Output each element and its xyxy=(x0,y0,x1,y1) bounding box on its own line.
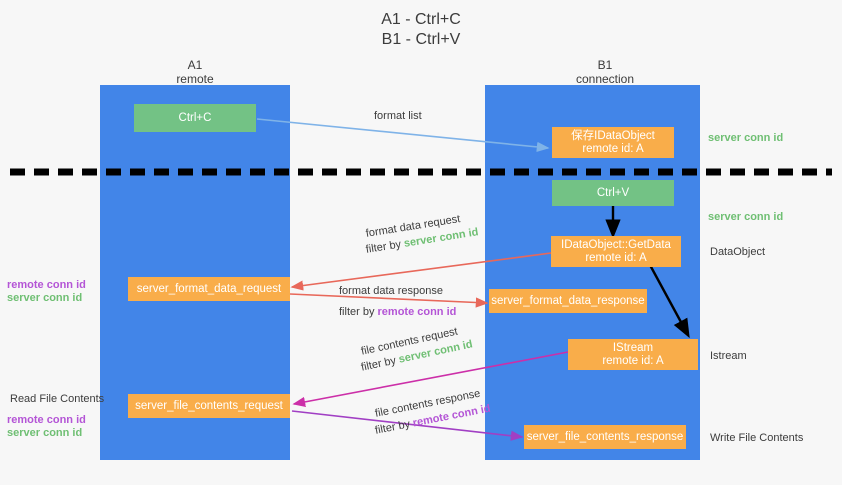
node-getdata-line1: IDataObject::GetData xyxy=(561,238,671,251)
label-filter-prefix-1: filter by xyxy=(365,237,405,256)
column-a1-name: A1 xyxy=(187,58,203,72)
label-filter-prefix-4: filter by xyxy=(374,417,415,437)
node-ctrl-c-label: Ctrl+C xyxy=(178,111,212,124)
annotation-istream: Istream xyxy=(710,350,747,362)
title-line-2: B1 - Ctrl+V xyxy=(381,31,461,48)
node-istream[interactable]: IStream remote id: A xyxy=(568,339,698,370)
node-server-format-data-request[interactable]: server_format_data_request xyxy=(128,277,290,301)
node-server-format-data-response-label: server_format_data_response xyxy=(491,294,645,307)
column-b1-name: B1 xyxy=(597,58,613,72)
node-server-file-contents-response[interactable]: server_file_contents_response xyxy=(524,425,686,449)
annotation-mid-remote-conn-id: remote conn id xyxy=(7,279,86,291)
node-server-format-data-response[interactable]: server_format_data_response xyxy=(489,289,647,313)
label-group-format-data-response: format data response filter by remote co… xyxy=(339,285,456,319)
diagram-title: A1 - Ctrl+C B1 - Ctrl+V xyxy=(0,10,842,50)
column-a1-role: remote xyxy=(176,72,214,86)
label-filter-prefix-2: filter by xyxy=(339,306,378,318)
node-ctrl-v[interactable]: Ctrl+V xyxy=(552,180,674,206)
label-filter-value-2: remote conn id xyxy=(377,306,457,318)
node-save-idataobject-line2: remote id: A xyxy=(582,142,644,155)
node-istream-line1: IStream xyxy=(612,341,654,354)
column-header-b1: B1 connection xyxy=(545,58,665,86)
label-format-data-response: format data response xyxy=(339,285,443,297)
node-ctrl-c[interactable]: Ctrl+C xyxy=(134,104,256,132)
annotation-dataobject: DataObject xyxy=(710,246,766,258)
node-server-file-contents-request-label: server_file_contents_request xyxy=(135,399,283,412)
annotation-group-low-left: remote conn id server conn id xyxy=(7,414,86,440)
annotation-server-conn-id-mid: server conn id xyxy=(708,211,784,223)
node-server-file-contents-response-label: server_file_contents_response xyxy=(526,430,684,443)
column-b1-role: connection xyxy=(575,72,635,86)
label-group-file-contents-request: file contents request filter by server c… xyxy=(360,326,474,375)
node-ctrl-v-label: Ctrl+V xyxy=(596,186,630,199)
node-server-format-data-request-label: server_format_data_request xyxy=(136,282,282,295)
annotation-write-file-contents: Write File Contents xyxy=(710,432,804,444)
title-line-1: A1 - Ctrl+C xyxy=(381,11,461,28)
label-format-data-response-filter: filter by remote conn id xyxy=(339,306,456,319)
annotation-group-mid-left: remote conn id server conn id xyxy=(7,279,86,305)
node-getdata[interactable]: IDataObject::GetData remote id: A xyxy=(551,236,681,267)
node-getdata-line2: remote id: A xyxy=(585,251,647,264)
annotation-low-server-conn-id: server conn id xyxy=(7,427,83,439)
label-format-list: format list xyxy=(374,110,422,122)
annotation-read-file-contents: Read File Contents xyxy=(10,393,105,405)
annotation-low-remote-conn-id: remote conn id xyxy=(7,414,86,426)
node-save-idataobject-line1: 保存IDataObject xyxy=(571,129,655,142)
label-group-format-data-request: format data request filter by server con… xyxy=(365,213,479,257)
node-save-idataobject[interactable]: 保存IDataObject remote id: A xyxy=(552,127,674,158)
annotation-server-conn-id-top: server conn id xyxy=(708,132,784,144)
node-server-file-contents-request[interactable]: server_file_contents_request xyxy=(128,394,290,418)
label-group-file-contents-response: file contents response filter by remote … xyxy=(374,388,491,438)
node-istream-line2: remote id: A xyxy=(602,354,664,367)
annotation-mid-server-conn-id: server conn id xyxy=(7,292,83,304)
column-header-a1: A1 remote xyxy=(135,58,255,86)
